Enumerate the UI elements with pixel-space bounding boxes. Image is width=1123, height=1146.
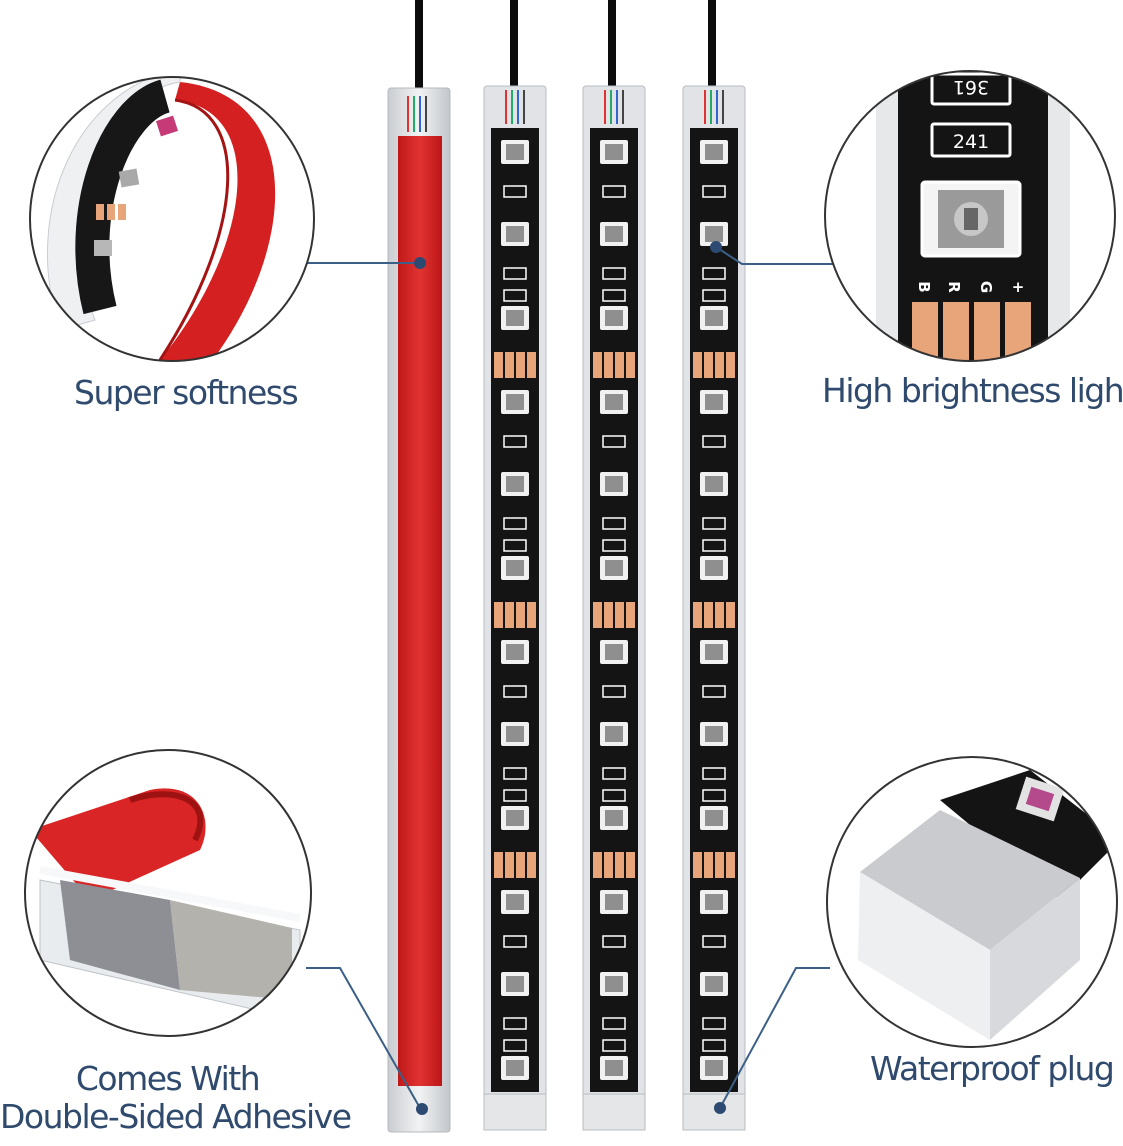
led-strip-2	[582, 85, 646, 1131]
caption-adhesive: Comes With Double-Sided Adhesive	[0, 1059, 352, 1136]
caption-high-brightness: High brightness light	[822, 371, 1123, 410]
detail-softness	[29, 76, 315, 362]
caption-adhesive-line2: Double-Sided Adhesive	[0, 1096, 352, 1136]
pin-label-b: B	[915, 281, 933, 292]
resistor-label-361: 361	[953, 76, 989, 98]
pin-label-g: G	[977, 281, 995, 293]
detail-waterproof-plug	[826, 756, 1118, 1048]
led-strips	[483, 85, 746, 1131]
detail-adhesive	[24, 749, 312, 1037]
power-cables	[415, 0, 716, 92]
caption-super-softness: Super softness	[74, 373, 299, 412]
pin-label-plus: +	[1012, 278, 1025, 296]
caption-waterproof-plug: Waterproof plug	[870, 1049, 1115, 1088]
led-strip-3	[682, 85, 746, 1131]
caption-adhesive-line1: Comes With	[75, 1059, 261, 1098]
pointer-lines	[304, 246, 838, 1109]
pointer-dots	[414, 241, 726, 1115]
led-strip-1	[483, 85, 547, 1131]
detail-brightness: 361 241 B R G +	[824, 70, 1116, 362]
pin-label-r: R	[945, 281, 963, 293]
resistor-label-241: 241	[953, 131, 989, 153]
adhesive-strip	[387, 87, 451, 1133]
